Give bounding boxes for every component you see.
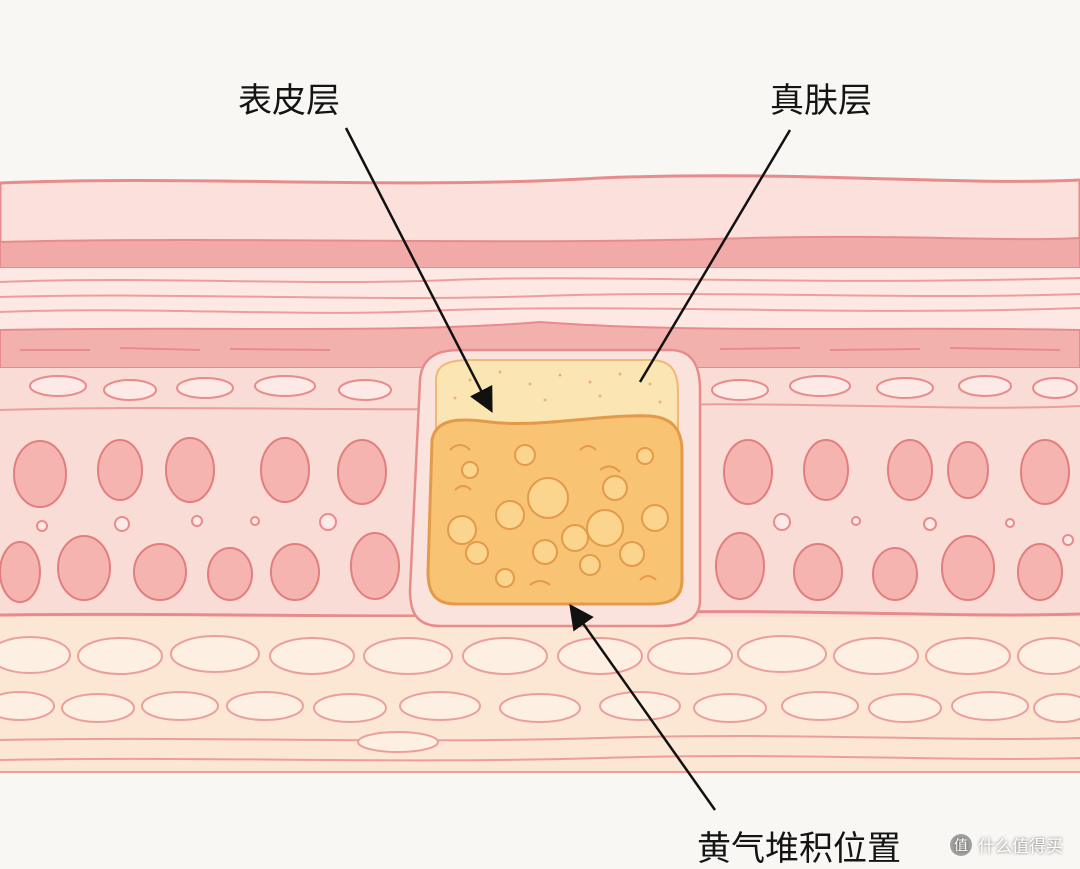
fat-cells-row-1 — [0, 635, 1080, 675]
epidermis-band-dark — [0, 235, 1080, 269]
deposit-label: 黄气堆积位置 — [697, 829, 901, 869]
small-cells-row — [29, 375, 1078, 401]
watermark: 值 什么值得买 — [950, 832, 1063, 857]
deposit-particles — [447, 444, 669, 588]
large-cells-upper — [13, 437, 1070, 508]
striation-lines — [0, 277, 1080, 314]
deposit-upper-layer — [435, 359, 679, 431]
watermark-text: 什么值得买 — [978, 837, 1063, 857]
epidermis-surface — [0, 174, 1080, 247]
fat-cells-row-2 — [0, 691, 1080, 723]
dermis-label: 真肤层 — [770, 81, 872, 121]
value-logo-icon: 值 — [950, 833, 972, 856]
epidermis-arrow — [344, 127, 493, 413]
dermis-arrow — [638, 129, 792, 383]
basal-band — [0, 320, 1080, 369]
deposit-arrow — [569, 603, 717, 811]
epidermis-label: 表皮层 — [238, 81, 340, 121]
large-cells-lower — [0, 532, 1063, 603]
